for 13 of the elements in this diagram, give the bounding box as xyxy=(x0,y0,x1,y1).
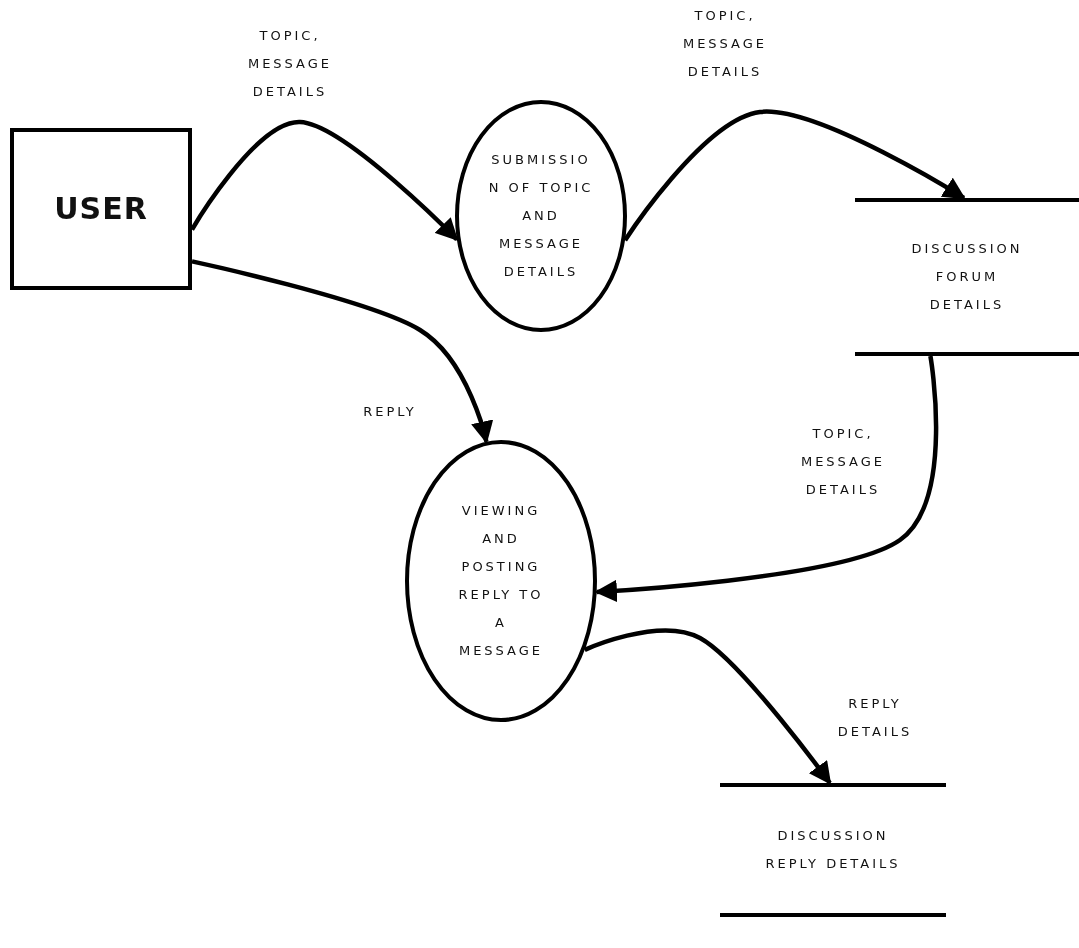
node-label: SUBMISSIO N OF TOPIC AND MESSAGE DETAILS xyxy=(487,151,595,281)
arrow xyxy=(191,259,493,444)
process-ellipse xyxy=(455,100,627,332)
arrow xyxy=(583,628,832,785)
data-store xyxy=(720,783,946,917)
entity-name: USER xyxy=(53,191,149,227)
node-label: DISCUSSION REPLY DETAILS xyxy=(764,827,902,873)
external-entity-box xyxy=(10,128,192,290)
node-label: VIEWING AND POSTING REPLY TO A MESSAGE xyxy=(457,502,545,660)
node-label: DISCUSSION FORUM DETAILS xyxy=(910,240,1024,314)
data-store xyxy=(855,198,1079,356)
process-ellipse xyxy=(405,440,597,722)
arrow xyxy=(623,109,966,242)
